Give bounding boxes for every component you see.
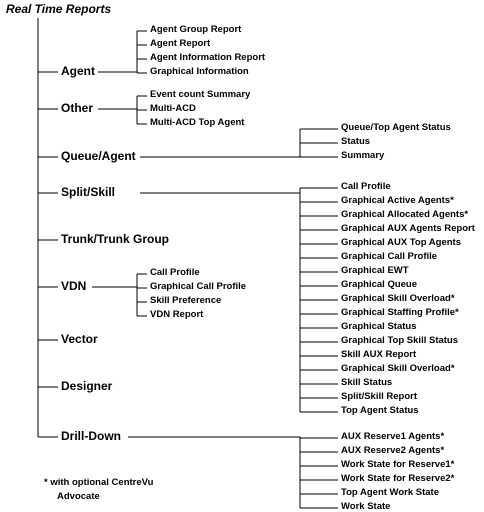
- report-item: Graphical Call Profile: [341, 251, 438, 262]
- report-item: Top Agent Work State: [341, 487, 439, 498]
- report-item: Top Agent Status: [341, 405, 419, 416]
- report-item: Work State for Reserve2*: [341, 473, 455, 484]
- category-vdn: VDN: [61, 279, 87, 293]
- category-designer: Designer: [61, 379, 113, 393]
- report-item: Graphical Status: [341, 321, 417, 332]
- report-item: Graphical Staffing Profile*: [341, 307, 459, 318]
- report-item: Graphical Top Skill Status: [341, 335, 459, 346]
- footnote-line-1: * with optional CentreVu: [44, 477, 154, 488]
- report-item: Call Profile: [341, 181, 391, 192]
- report-item: Work State for Reserve1*: [341, 459, 455, 470]
- report-item: Skill Preference: [150, 295, 222, 306]
- report-item: Event count Summary: [150, 89, 251, 100]
- report-item: Work State: [341, 501, 391, 512]
- category-vector: Vector: [61, 332, 98, 346]
- report-item: Queue/Top Agent Status: [341, 122, 451, 133]
- report-item: Summary: [341, 150, 385, 161]
- category-queue-agent: Queue/Agent: [61, 149, 136, 163]
- report-item: VDN Report: [150, 309, 204, 320]
- report-item: Agent Information Report: [150, 52, 266, 63]
- report-item: Graphical Call Profile: [150, 281, 247, 292]
- report-item: AUX Reserve1 Agents*: [341, 431, 445, 442]
- category-split-skill: Split/Skill: [61, 185, 116, 199]
- category-agent: Agent: [61, 64, 95, 78]
- report-item: Graphical AUX Top Agents: [341, 237, 461, 248]
- category-other: Other: [61, 101, 94, 115]
- category-drill-down: Drill-Down: [61, 429, 121, 443]
- report-item: Agent Group Report: [150, 24, 242, 35]
- report-item: Graphical Skill Overload*: [341, 293, 455, 304]
- report-item: Graphical EWT: [341, 265, 409, 276]
- report-item: Skill AUX Report: [341, 349, 417, 360]
- report-item: Agent Report: [150, 38, 211, 49]
- category-trunk-group: Trunk/Trunk Group: [61, 232, 170, 246]
- report-item: Multi-ACD: [150, 103, 196, 114]
- report-item: Multi-ACD Top Agent: [150, 117, 245, 128]
- report-item: Graphical Allocated Agents*: [341, 209, 469, 220]
- report-item: Status: [341, 136, 371, 147]
- report-item: Split/Skill Report: [341, 391, 418, 402]
- report-item: Graphical Active Agents*: [341, 195, 454, 206]
- report-item: Graphical AUX Agents Report: [341, 223, 475, 234]
- report-item: Graphical Queue: [341, 279, 418, 290]
- footnote-line-2: Advocate: [57, 491, 100, 502]
- report-item: Graphical Information: [150, 66, 249, 77]
- report-item: Skill Status: [341, 377, 393, 388]
- report-item: AUX Reserve2 Agents*: [341, 445, 445, 456]
- report-item: Graphical Skill Overload*: [341, 363, 455, 374]
- report-item: Call Profile: [150, 267, 200, 278]
- diagram-title: Real Time Reports: [6, 2, 112, 16]
